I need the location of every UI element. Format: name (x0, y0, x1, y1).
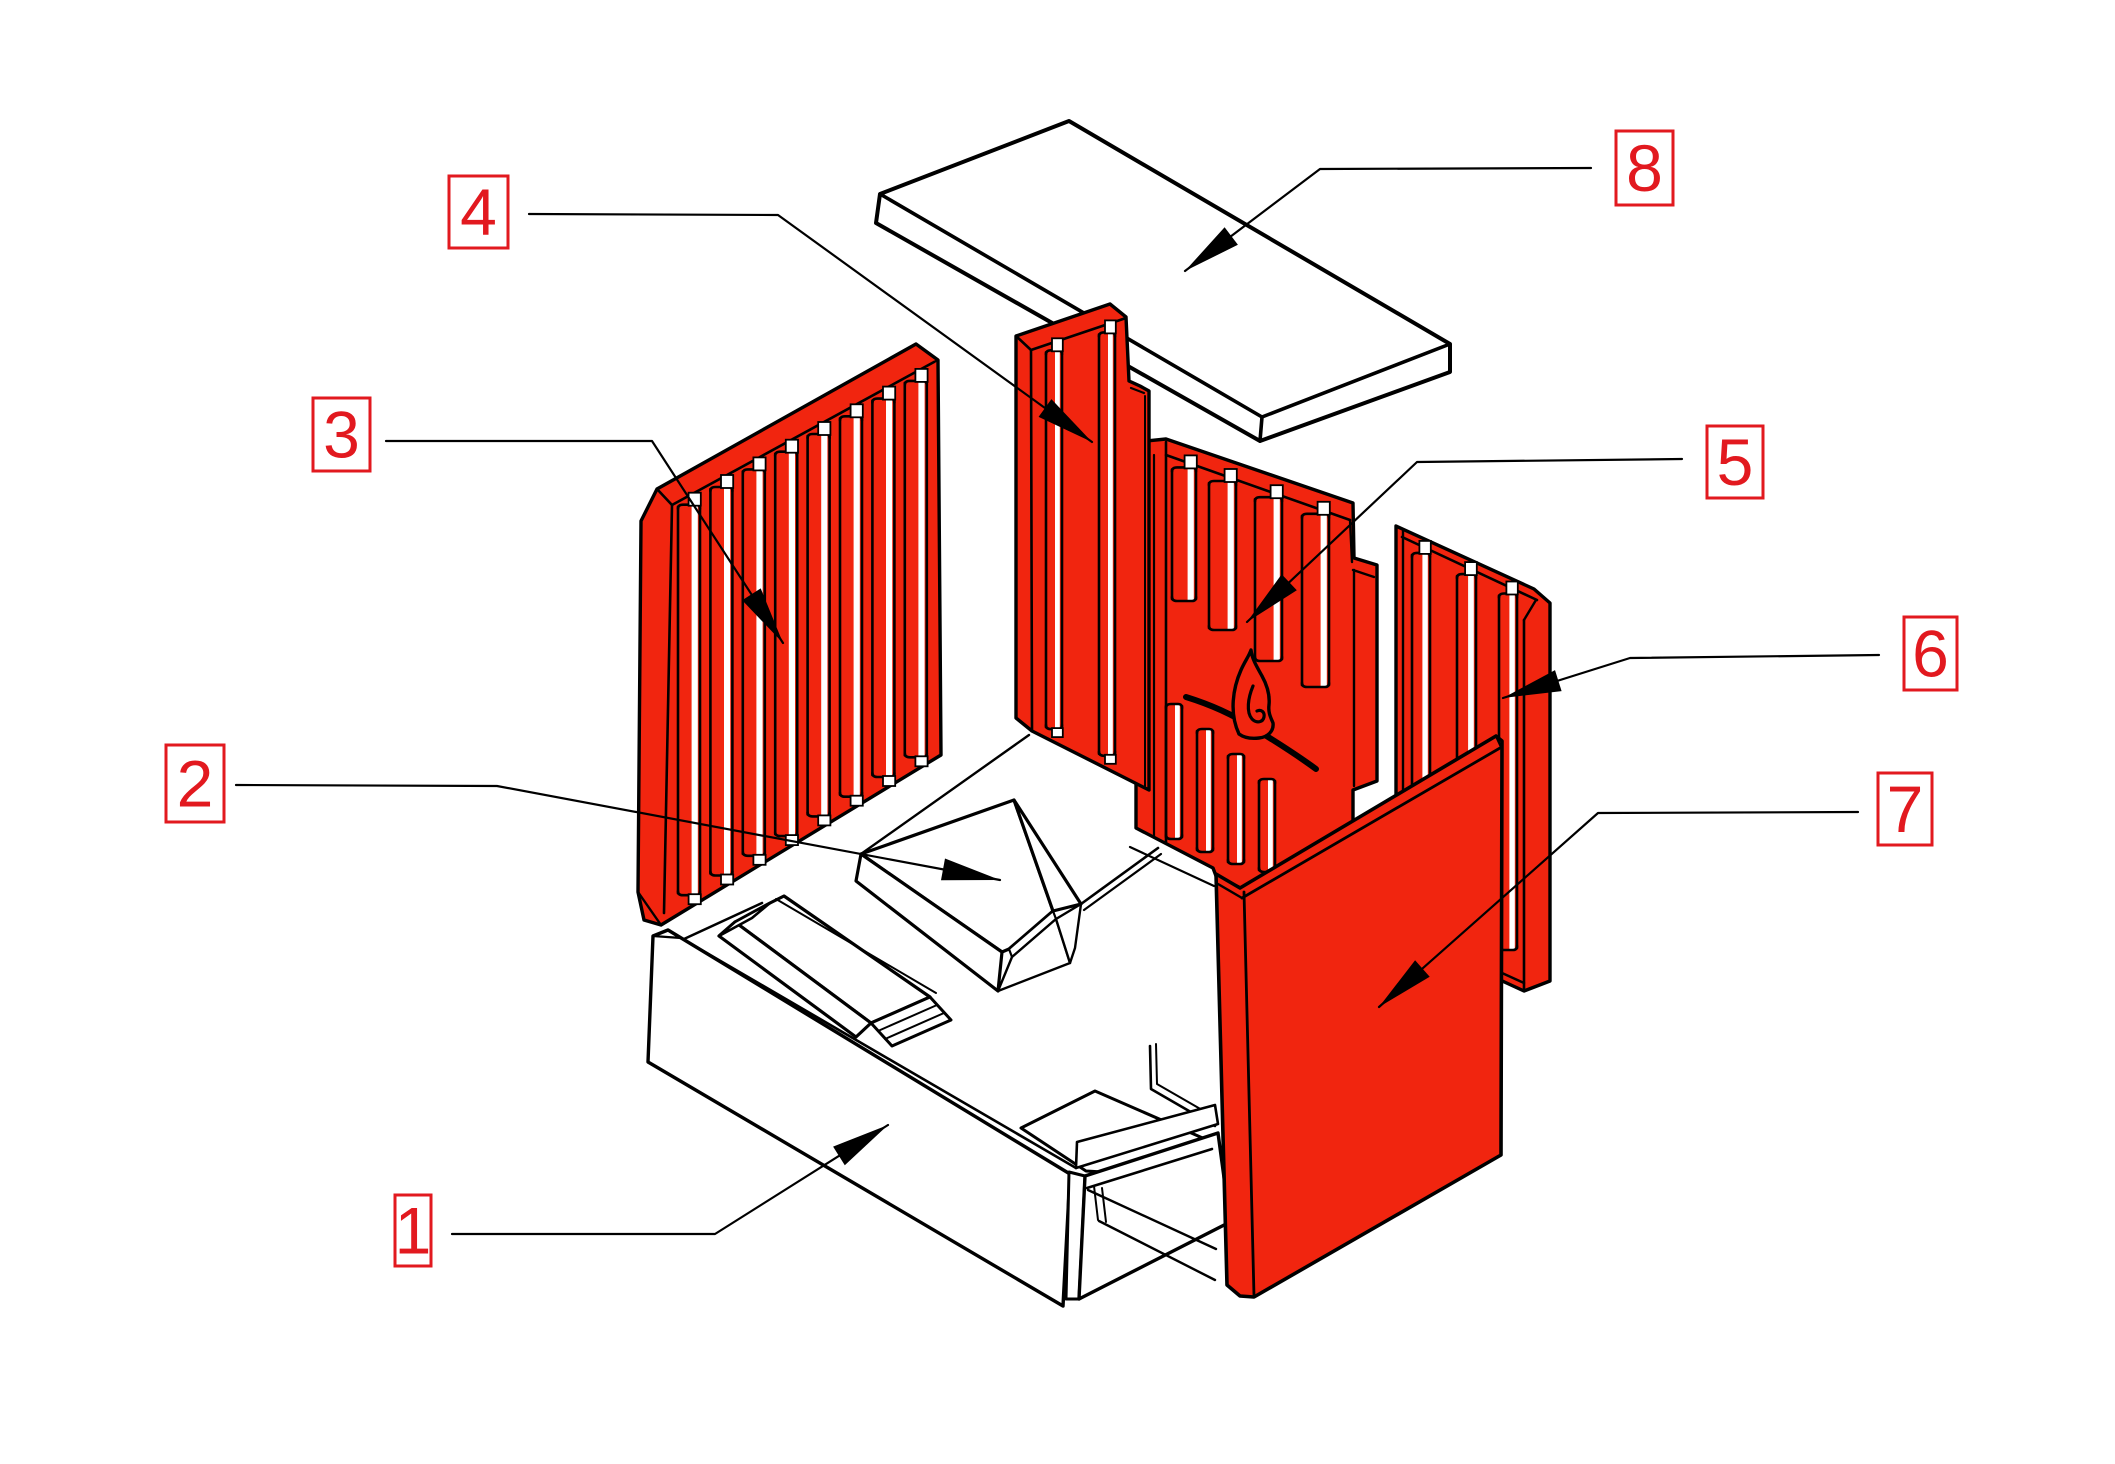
svg-text:1: 1 (395, 1194, 432, 1268)
svg-text:2: 2 (177, 747, 214, 821)
svg-text:7: 7 (1887, 772, 1924, 846)
svg-text:6: 6 (1912, 617, 1949, 691)
svg-text:4: 4 (460, 175, 497, 249)
svg-text:8: 8 (1626, 131, 1663, 205)
svg-text:5: 5 (1717, 425, 1754, 499)
svg-text:3: 3 (323, 398, 360, 472)
